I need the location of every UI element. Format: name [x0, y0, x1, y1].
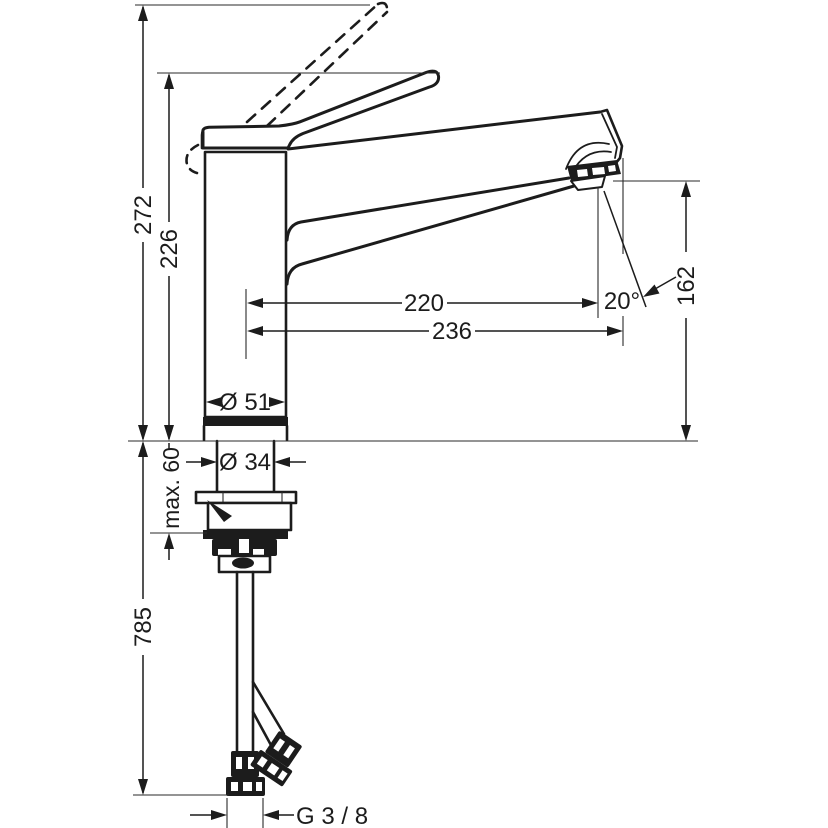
dim-max-thickness-label: max. 60 [158, 447, 184, 529]
dim-body-diameter-label: Ø 51 [219, 389, 271, 416]
dimension-labels: 272 226 785 max. 60 162 220 236 Ø 51 Ø 3… [130, 195, 700, 828]
mounting-shaft [215, 439, 276, 494]
dim-hose-length-label: 785 [130, 607, 157, 647]
mounting-hardware [194, 439, 298, 574]
dim-reach-outlet-label: 220 [404, 290, 444, 317]
extension-lines [128, 4, 700, 828]
hose-diagonal [251, 680, 286, 749]
mounting-wedge [207, 500, 232, 522]
spout [285, 108, 624, 286]
dim-overall-height-label: 272 [130, 195, 157, 235]
body-base-ring [203, 417, 288, 426]
dim-spray-angle-label: 20° [604, 288, 640, 315]
mounting-nut [212, 539, 277, 556]
hose-connector-vertical [226, 751, 265, 796]
lever-handle [201, 69, 441, 150]
dim-thread-label: G 3 / 8 [296, 803, 368, 828]
hose-vertical [235, 570, 255, 753]
lever-handle-raised-dashed [185, 1, 389, 175]
spray-angle-line [603, 190, 647, 308]
faucet-body [185, 1, 624, 442]
supply-hoses [226, 570, 302, 796]
dim-outlet-height-label: 162 [673, 266, 700, 306]
dim-shaft-diameter-label: Ø 34 [219, 449, 271, 476]
hose-connector-diagonal [250, 731, 302, 787]
body-column [203, 150, 288, 419]
aerator [567, 160, 621, 191]
mounting-flange [194, 490, 298, 505]
dim-spout-height-label: 226 [156, 229, 183, 269]
dimension-lines [138, 5, 691, 820]
dim-reach-tip-label: 236 [432, 318, 472, 345]
mounting-ring [203, 530, 288, 539]
